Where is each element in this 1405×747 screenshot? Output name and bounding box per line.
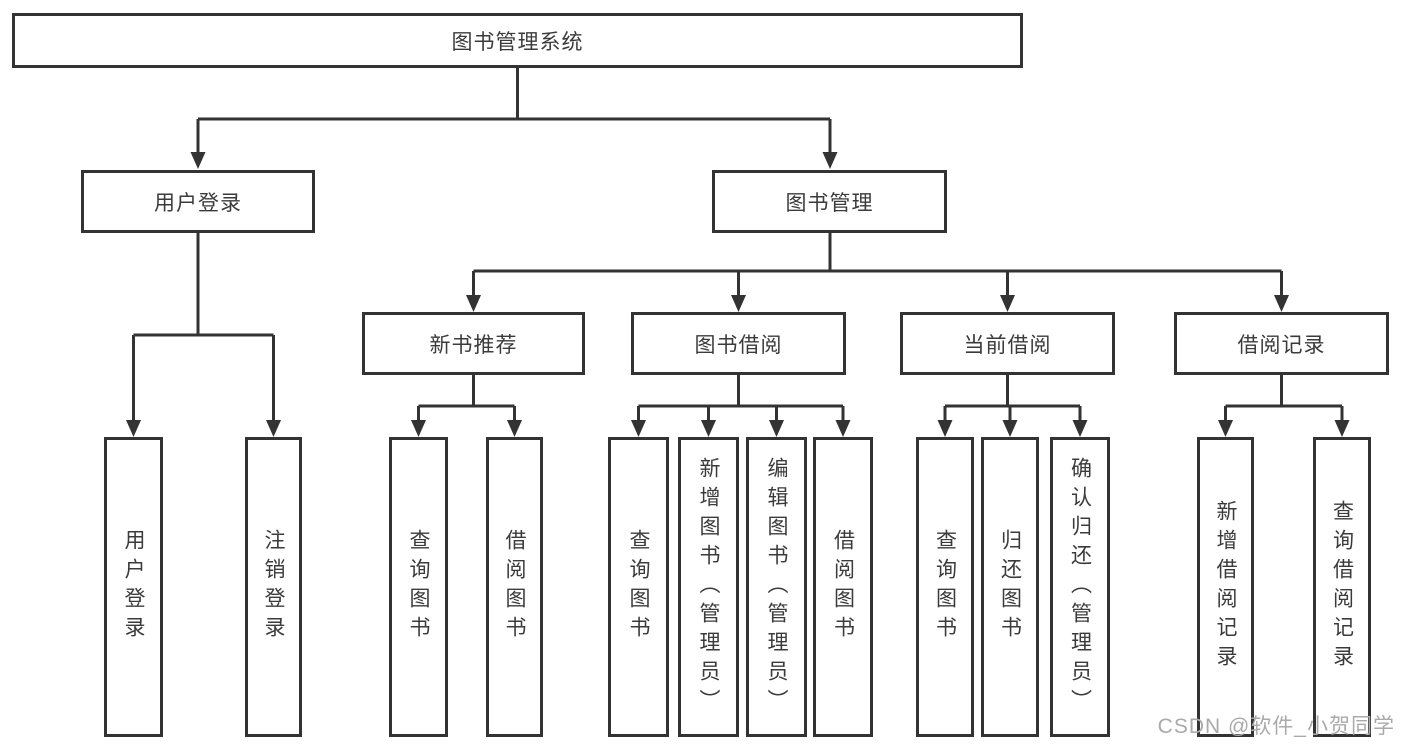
leaf-record-query: 查询借阅记录 (1313, 437, 1371, 737)
leaf-current-query: 查询图书 (916, 437, 974, 737)
node-current-borrow-label: 当前借阅 (963, 333, 1052, 357)
node-book-management: 图书管理 (712, 170, 947, 233)
node-new-book-recommend: 新书推荐 (362, 312, 585, 375)
node-borrow-record-label: 借阅记录 (1237, 333, 1326, 357)
leaf-borrow-query: 查询图书 (608, 437, 669, 737)
connector-new-book (411, 375, 522, 437)
leaf-borrow-book: 借阅图书 (813, 437, 873, 737)
leaf-confirm-return-admin-label: 确认归还（管理员） (1068, 456, 1092, 718)
node-borrow-record: 借阅记录 (1174, 312, 1389, 375)
connector-borrow-record (1218, 375, 1350, 437)
leaf-logout-label: 注销登录 (262, 529, 285, 645)
node-book-management-label: 图书管理 (785, 191, 874, 215)
leaf-user-login-label: 用户登录 (122, 529, 145, 645)
leaf-return-book: 归还图书 (981, 437, 1039, 737)
leaf-return-book-label: 归还图书 (998, 529, 1022, 645)
leaf-newbook-query-label: 查询图书 (407, 529, 430, 645)
node-root-label: 图书管理系统 (451, 30, 584, 54)
connector-user-login (126, 233, 281, 437)
leaf-confirm-return-admin: 确认归还（管理员） (1050, 437, 1110, 737)
leaf-borrow-add-admin: 新增图书（管理员） (678, 437, 739, 737)
leaf-user-login: 用户登录 (104, 437, 163, 737)
leaf-newbook-borrow-label: 借阅图书 (503, 529, 526, 645)
node-book-borrow: 图书借阅 (631, 312, 846, 375)
connector-book-management (466, 233, 1289, 312)
leaf-logout: 注销登录 (245, 437, 302, 737)
leaf-current-query-label: 查询图书 (933, 529, 957, 645)
leaf-borrow-query-label: 查询图书 (627, 529, 650, 645)
leaf-record-add-label: 新增借阅记录 (1214, 500, 1237, 674)
leaf-borrow-edit-admin-label: 编辑图书（管理员） (765, 456, 788, 718)
csdn-watermark: CSDN @软件_小贺同学 (1157, 715, 1395, 738)
leaf-record-query-label: 查询借阅记录 (1330, 500, 1354, 674)
leaf-newbook-borrow: 借阅图书 (486, 437, 543, 737)
leaf-newbook-query: 查询图书 (389, 437, 448, 737)
connector-root (190, 68, 838, 169)
node-user-login-label: 用户登录 (154, 191, 242, 215)
node-user-login: 用户登录 (81, 170, 315, 233)
leaf-borrow-book-label: 借阅图书 (831, 529, 855, 645)
node-current-borrow: 当前借阅 (900, 312, 1115, 375)
leaf-borrow-edit-admin: 编辑图书（管理员） (746, 437, 807, 737)
leaf-record-add: 新增借阅记录 (1197, 437, 1254, 737)
connector-current-borrow (937, 375, 1088, 437)
connector-book-borrow (631, 375, 851, 437)
node-book-borrow-label: 图书借阅 (694, 333, 783, 357)
leaf-borrow-add-admin-label: 新增图书（管理员） (697, 456, 720, 718)
node-root: 图书管理系统 (12, 13, 1023, 68)
node-new-book-recommend-label: 新书推荐 (429, 333, 518, 357)
